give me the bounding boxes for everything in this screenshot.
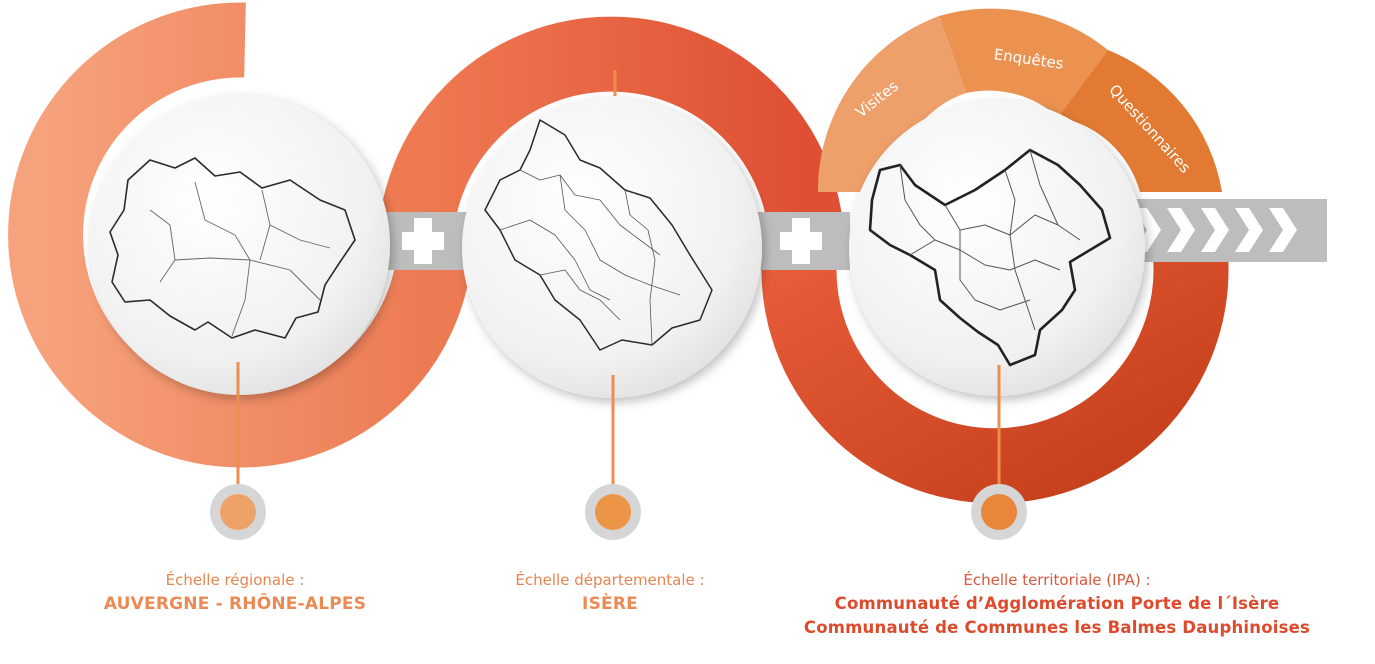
ring-regional: [8, 2, 473, 468]
tab-enquetes[interactable]: [939, 8, 1108, 117]
pin-departmental: [585, 375, 641, 540]
regional-title: AUVERGNE - RHÔNE-ALPES: [103, 594, 367, 614]
pin-regional: [210, 362, 266, 540]
label-departmental: Échelle départementale : ISÈRE: [465, 568, 755, 616]
ring-territorial: [761, 246, 1229, 504]
pin-territorial: [971, 365, 1027, 540]
territorial-title-line2: Communauté de Communes les Balmes Dauphi…: [803, 618, 1311, 637]
ring-departmental: [377, 16, 845, 251]
tab-questionnaires[interactable]: [1058, 50, 1222, 192]
arrow-bar: [1125, 199, 1327, 262]
disc-regional: [90, 95, 390, 395]
map-isere: [484, 119, 713, 351]
chevron-arrow-icon: [1133, 208, 1297, 252]
tab-visites[interactable]: [817, 16, 966, 192]
regional-subtitle: Échelle régionale :: [165, 571, 305, 589]
label-regional: Échelle régionale : AUVERGNE - RHÔNE-ALP…: [90, 568, 380, 616]
plus-icon: [780, 218, 822, 264]
departmental-title: ISÈRE: [582, 594, 638, 614]
territorial-subtitle: Échelle territoriale (IPA) :: [963, 571, 1151, 589]
plus-icon: [402, 218, 444, 264]
label-territorial: Échelle territoriale (IPA) : Communauté …: [742, 568, 1372, 640]
disc-departmental: [462, 98, 762, 398]
departmental-subtitle: Échelle départementale :: [515, 571, 705, 589]
territorial-title-line1: Communauté d’Agglomération Porte de l´Is…: [834, 594, 1280, 613]
map-auvergne-rhone-alpes: [109, 157, 356, 339]
map-territory: [868, 148, 1112, 367]
disc-territorial: [849, 100, 1145, 396]
